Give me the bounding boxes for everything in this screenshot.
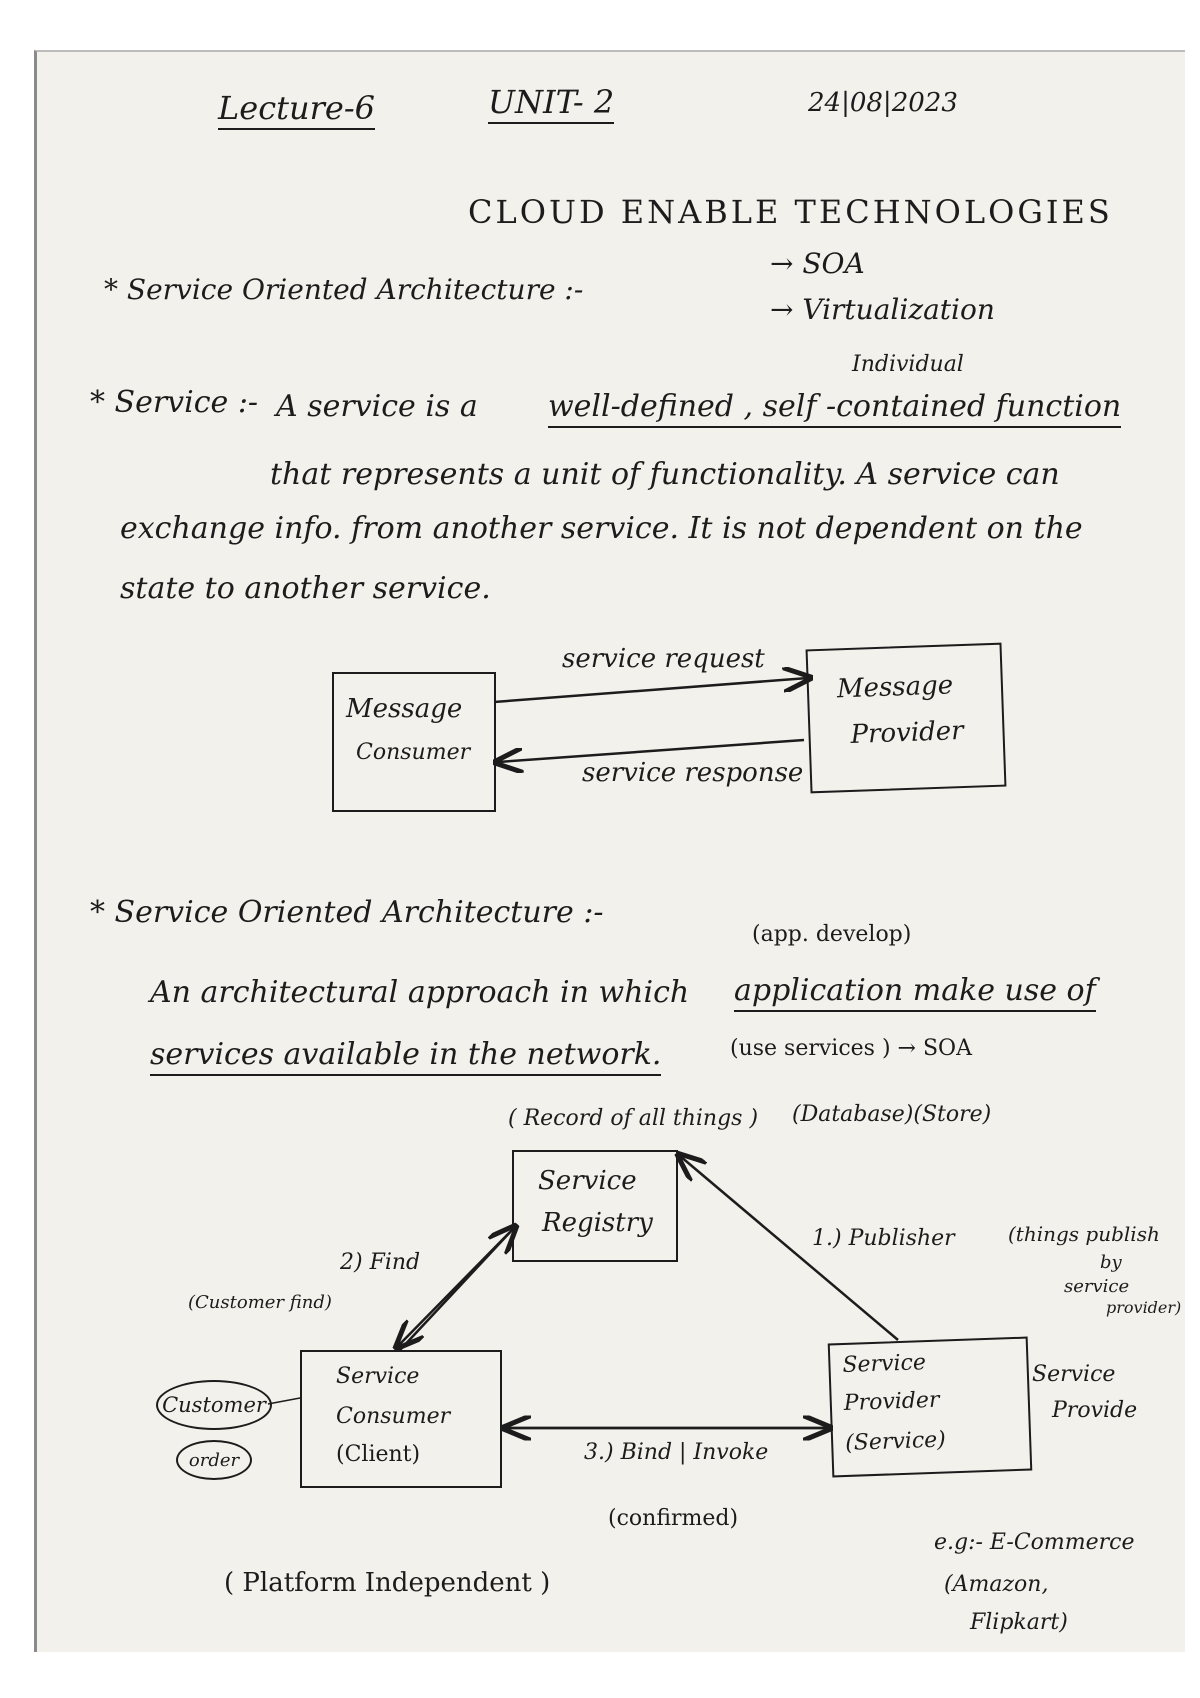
find-note: (Customer find) [188, 1292, 332, 1313]
service-def-line1: A service is a [276, 389, 478, 424]
service-def-underlined: well-defined , self -contained function [548, 392, 1122, 428]
service-def-line4: state to another service. [120, 571, 491, 606]
service-registry-box: Service Registry [512, 1150, 678, 1262]
service-request-arrow [493, 678, 808, 704]
publisher-note-4: provider) [1106, 1298, 1182, 1317]
message-consumer-label-2: Consumer [356, 740, 471, 765]
message-consumer-box: Message Consumer [332, 672, 496, 812]
app-develop-annotation: (app. develop) [752, 922, 912, 947]
provider-side-label-2: Provide [1052, 1398, 1138, 1423]
service-consumer-label-2: Consumer [336, 1404, 451, 1429]
soa-section-heading: * Service Oriented Architecture :- [90, 895, 604, 930]
bind-invoke-label: 3.) Bind | Invoke [584, 1440, 769, 1465]
service-consumer-label-1: Service [336, 1364, 420, 1389]
topic-virtualization: → Virtualization [770, 293, 995, 326]
service-def-line2: that represents a unit of functionality.… [270, 457, 1060, 492]
use-services-note: (use services ) → SOA [730, 1036, 972, 1061]
lecture-label: Lecture-6 [218, 92, 375, 130]
find-label: 2) Find [340, 1250, 421, 1275]
date-label: 24|08|2023 [808, 88, 958, 118]
publisher-note-3: service [1064, 1276, 1130, 1297]
customer-oval: Customer [156, 1380, 272, 1430]
provider-side-label-1: Service [1032, 1362, 1116, 1387]
example-label: e.g:- E-Commerce [934, 1530, 1135, 1555]
page-title: CLOUD ENABLE TECHNOLOGIES [468, 193, 1113, 231]
service-response-arrow [498, 738, 805, 762]
soa-heading: * Service Oriented Architecture :- [104, 273, 584, 306]
service-def-line3: exchange info. from another service. It … [120, 511, 1083, 546]
service-registry-label-2: Registry [542, 1208, 653, 1238]
service-request-label: service request [562, 644, 765, 674]
publisher-note-1: (things publish [1008, 1222, 1160, 1246]
individual-annotation: Individual [852, 352, 964, 377]
platform-independent-note: ( Platform Independent ) [224, 1568, 551, 1598]
order-oval: order [176, 1440, 252, 1480]
confirmed-note: (confirmed) [608, 1506, 739, 1531]
find-arrow-down [398, 1231, 511, 1346]
example-amazon: (Amazon, [944, 1572, 1049, 1597]
example-flipkart: Flipkart) [970, 1610, 1068, 1635]
service-consumer-label-3: (Client) [336, 1442, 421, 1467]
unit-label: UNIT- 2 [488, 86, 615, 124]
service-label: * Service :- [90, 385, 259, 420]
registry-note-2: (Database)(Store) [792, 1102, 992, 1127]
soa-def-underlined-2: services available in the network. [150, 1040, 662, 1076]
page-margin-top [0, 0, 1200, 50]
publisher-label: 1.) Publisher [812, 1226, 955, 1251]
registry-note: ( Record of all things ) [508, 1106, 759, 1131]
topic-soa: → SOA [770, 247, 865, 280]
soa-def-underlined-1: application make use of [734, 976, 1096, 1012]
service-response-label: service response [582, 758, 804, 788]
publisher-note-2: by [1100, 1252, 1122, 1273]
service-registry-label-1: Service [538, 1166, 637, 1196]
soa-def-line1: An architectural approach in which [150, 975, 690, 1010]
customer-connector [267, 1397, 301, 1405]
publish-arrow [680, 1156, 899, 1341]
message-consumer-label-1: Message [346, 694, 463, 724]
